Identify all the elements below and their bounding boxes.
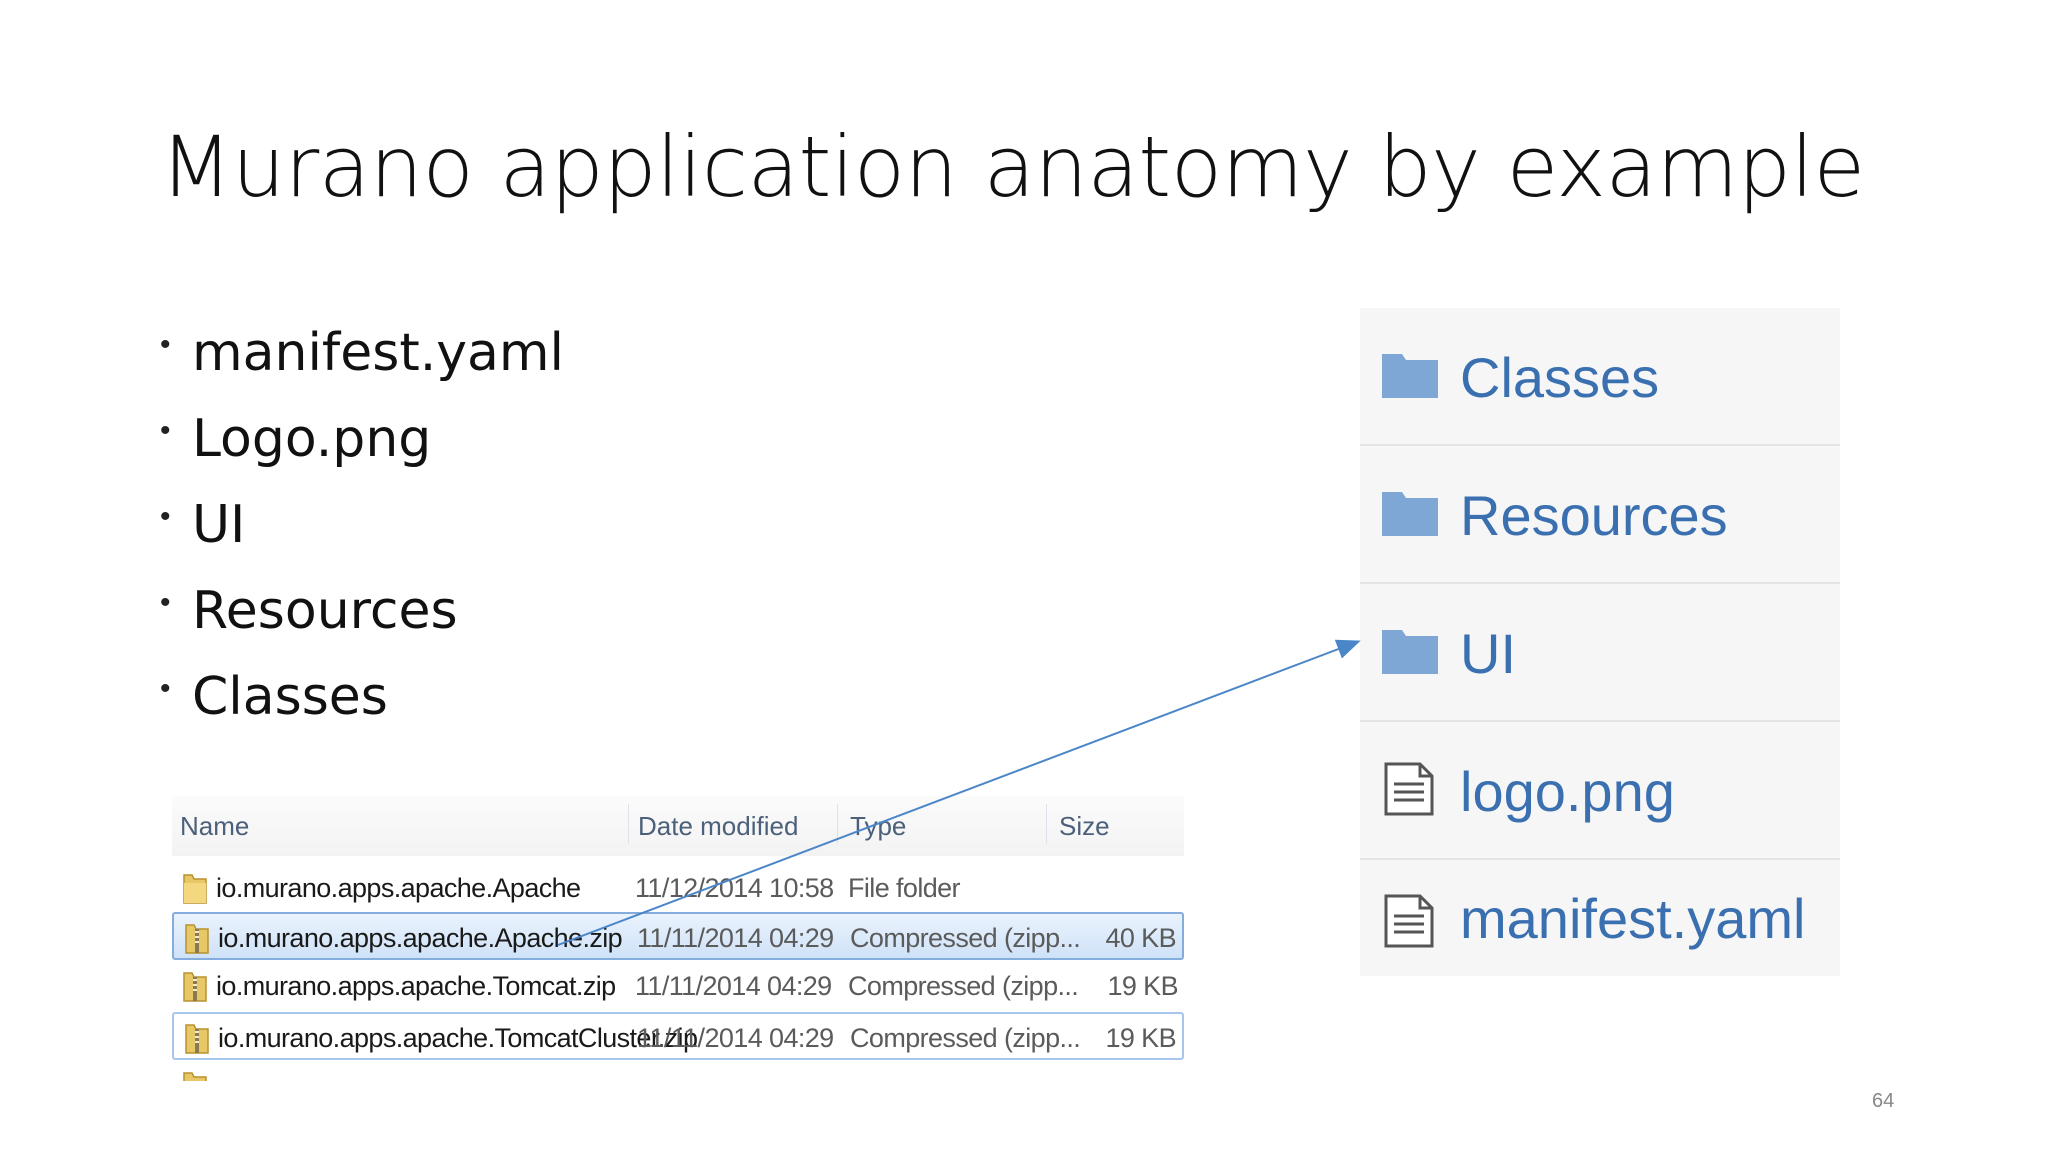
file-name: io.murano.apps.apache.Apache [216,872,581,903]
column-header-date[interactable]: Date modified [638,810,799,841]
folder-icon [1382,492,1438,536]
folder-label: Classes [1460,345,1660,409]
bullet-dot-icon: • [160,328,171,361]
folder-label: UI [1460,621,1516,685]
bullet-item: • UI [160,482,564,568]
file-name: io.murano.apps.apache.Tomcat.zip [216,970,616,1001]
file-icon [1384,762,1434,816]
column-divider[interactable] [1046,804,1047,844]
column-header-size[interactable]: Size [1059,810,1110,841]
file-label: logo.png [1460,759,1675,823]
list-item[interactable]: logo.png [1360,722,1840,860]
zip-folder-icon [183,972,207,1002]
file-type: Compressed (zipp... [848,970,1079,1001]
column-header-type[interactable]: Type [850,810,907,841]
file-type: Compressed (zipp... [850,922,1081,953]
bullet-dot-icon: • [160,672,171,705]
file-size: 40 KB [1105,922,1176,953]
table-row-selected[interactable]: io.murano.apps.apache.Apache.zip 11/11/2… [172,912,1184,960]
page-number: 64 [1872,1090,1895,1112]
bullet-text: manifest.yaml [192,323,564,383]
table-row[interactable]: io.murano.apps.apache.TomcatCluster.zip … [172,1012,1184,1060]
file-explorer-list: Name Date modified Type Size io.murano.a… [172,796,1184,1081]
table-row-cutoff[interactable] [172,1062,1184,1081]
file-date: 11/12/2014 10:58 [635,872,834,903]
folder-label: Resources [1460,483,1728,547]
list-item[interactable]: manifest.yaml [1360,860,1840,976]
file-date: 11/11/2014 04:29 [635,970,832,1001]
column-divider[interactable] [628,804,629,844]
table-row[interactable]: io.murano.apps.apache.Tomcat.zip 11/11/2… [172,962,1184,1010]
column-divider[interactable] [837,804,838,844]
folder-contents-panel: Classes Resources UI logo.png [1360,308,1840,976]
bullet-item: • manifest.yaml [160,310,564,396]
zip-folder-icon [185,1024,209,1054]
table-row[interactable]: io.murano.apps.apache.Apache 11/12/2014 … [172,864,1184,912]
bullet-dot-icon: • [160,500,171,533]
bullet-list: •manifest.yaml •Logo.png •UI •Resources … [160,310,564,740]
file-name: io.murano.apps.apache.Apache.zip [218,922,623,953]
file-size: 19 KB [1107,970,1178,1001]
bullet-text: Classes [192,667,388,727]
file-name: io.murano.apps.apache.TomcatCluster.zip [218,1022,698,1053]
file-date: 11/11/2014 04:29 [637,1022,834,1053]
zip-folder-icon [185,924,209,954]
column-header-name[interactable]: Name [180,810,250,841]
slide-title: Murano application anatomy by example [160,118,1865,216]
list-item[interactable]: Resources [1360,446,1840,584]
bullet-item: • Logo.png [160,396,564,482]
folder-icon [1382,630,1438,674]
folder-icon [183,874,207,904]
bullet-item: • Resources [160,568,564,654]
bullet-item: • Classes [160,654,564,740]
bullet-text: Logo.png [192,409,432,469]
file-type: File folder [848,872,961,903]
column-header-bar: Name Date modified Type Size [172,796,1184,856]
file-date: 11/11/2014 04:29 [637,922,834,953]
file-type: Compressed (zipp... [850,1022,1081,1053]
folder-icon [1382,354,1438,398]
file-icon [1384,894,1434,948]
bullet-dot-icon: • [160,586,171,619]
list-item[interactable]: Classes [1360,308,1840,446]
zip-folder-icon [183,1072,207,1081]
bullet-dot-icon: • [160,414,171,447]
list-item[interactable]: UI [1360,584,1840,722]
bullet-text: Resources [192,581,458,641]
bullet-text: UI [192,495,246,555]
file-label: manifest.yaml [1460,886,1806,950]
file-size: 19 KB [1105,1022,1176,1053]
